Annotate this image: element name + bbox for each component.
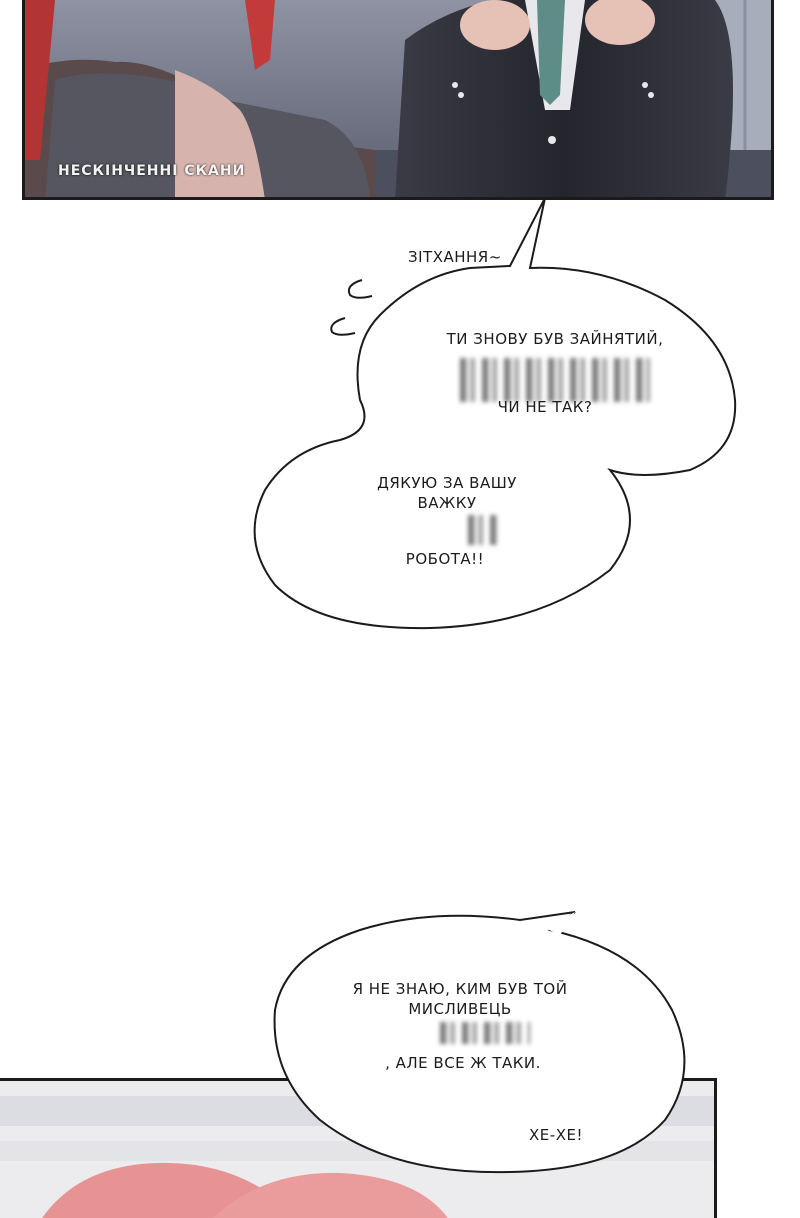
dialogue-line-busy: ТИ ЗНОВУ БУВ ЗАЙНЯТИЙ, — [446, 330, 664, 348]
bottom-panel-illustration — [0, 1081, 714, 1218]
dialogue-line-hunter: МИСЛИВЕЦЬ — [408, 1000, 512, 1018]
dialogue-line-work: РОБОТА!! — [405, 550, 485, 568]
dialogue-line-hehe: ХЕ-ХЕ! — [529, 1126, 583, 1144]
dialogue-line-still: , АЛЕ ВСЕ Ж ТАКИ. — [385, 1054, 541, 1072]
scanlator-watermark: НЕСКІНЧЕННІ СКАНИ — [58, 163, 246, 179]
dialogue-line-right: ЧИ НЕ ТАК? — [497, 398, 593, 416]
dialogue-line-thanks: ДЯКУЮ ЗА ВАШУ — [377, 474, 517, 492]
top-panel-illustration — [25, 0, 771, 197]
sigh-text: ЗІТХАННЯ~ — [408, 248, 502, 266]
dialogue-line-hard: ВАЖКУ — [417, 494, 477, 512]
top-comic-panel — [22, 0, 774, 200]
bottom-comic-panel — [0, 1078, 717, 1218]
censored-text-blur — [460, 358, 650, 402]
censored-text-blur-3 — [440, 1022, 530, 1044]
dialogue-line-dont-know: Я НЕ ЗНАЮ, КИМ БУВ ТОЙ — [352, 980, 568, 998]
censored-text-blur-2 — [468, 515, 498, 545]
